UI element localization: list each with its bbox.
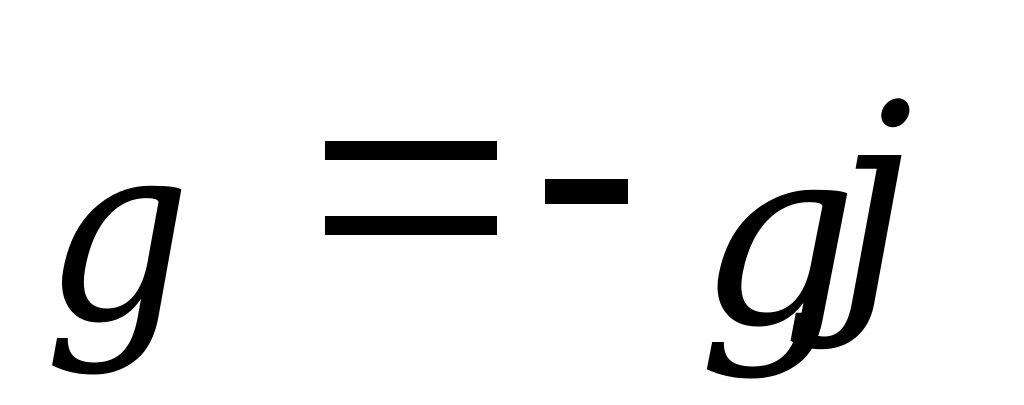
equals-sign-text: = <box>0 0 1 1</box>
equals-sign-top-bar <box>325 141 497 160</box>
equals-sign-bottom-bar <box>325 216 497 235</box>
minus-sign-bar <box>545 179 628 204</box>
lhs-variable-g: g <box>44 87 192 378</box>
rhs-subscript-j: j <box>836 48 914 353</box>
rhs-variable-g: g <box>698 91 859 382</box>
minus-sign-text: - <box>0 0 1 1</box>
